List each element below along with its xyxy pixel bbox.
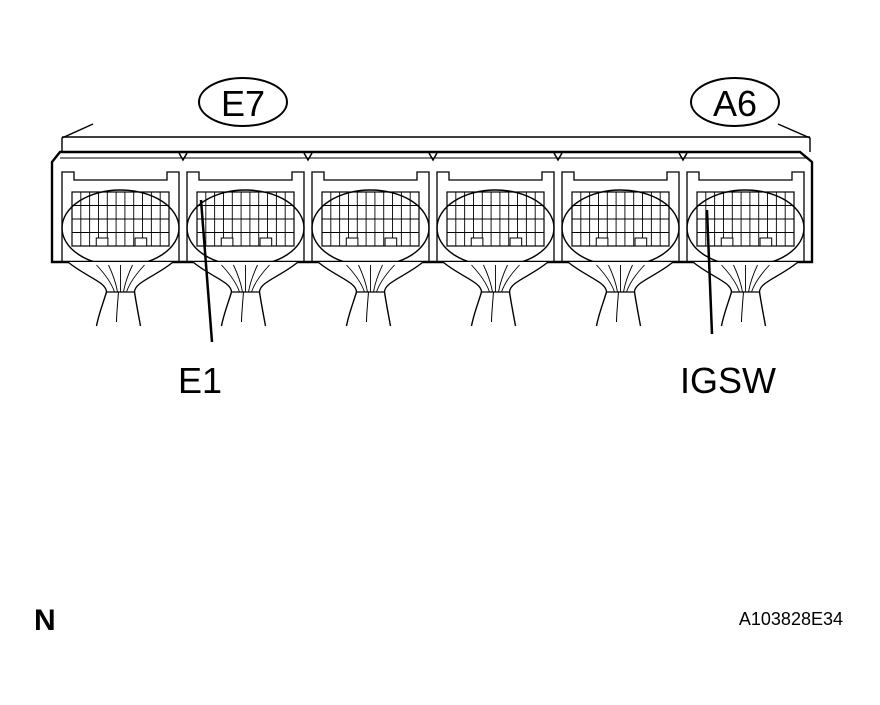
pin-label-igsw: IGSW [680,360,776,401]
wire-bundle-tail [508,291,517,327]
wire-bundle-tail [383,291,392,327]
key-notch [759,237,773,247]
wire-strand [483,264,493,293]
wire-bundle-tail [491,291,494,323]
wire-strand [346,264,365,293]
wire-bundle-tail [116,291,119,323]
wire-bundle-tail [470,291,483,327]
key-notch [95,237,109,247]
wire-strand [471,264,490,293]
module-notch [178,152,188,162]
wire-strand [748,264,758,293]
wire-bundle-tail [220,291,233,327]
wire-bundle-tail [345,291,358,327]
wire-strand [596,264,615,293]
e1-pointer-line [199,199,214,343]
key-notch [134,237,148,247]
connector-module [428,152,555,327]
module-frame [311,171,430,262]
wire-strand [608,264,618,293]
connector-module [678,152,805,327]
module-notch [553,152,563,162]
connector-module [303,152,430,327]
wire-bundle-tail [633,291,642,327]
connector-module [61,171,180,327]
wire-strand [501,264,520,293]
module-frame [61,171,180,262]
wire-bundle-tail [366,291,369,323]
view-code: N [34,604,56,637]
wire-strand [373,264,383,293]
wire-bundle-tail [595,291,608,327]
module-notch [428,152,438,162]
key-notch [259,237,273,247]
connector-group [61,152,805,327]
wire-strand [376,264,395,293]
wire-bundle-tail [133,291,142,327]
wire-bundle-tail [258,291,267,327]
svg-text:E7: E7 [221,83,265,124]
wire-bundle-tail [741,291,744,323]
key-notch [595,237,609,247]
wire-strand [123,264,133,293]
svg-text:A6: A6 [713,83,757,124]
module-frame [561,171,680,262]
connector-label-a6: A6 [690,77,780,127]
wire-bundle-tail [241,291,244,323]
wire-strand [108,264,118,293]
wire-strand [733,264,743,293]
wire-strand [721,264,740,293]
wire-strand [126,264,145,293]
wire-strand [233,264,243,293]
connector-label-e7: E7 [198,77,288,127]
wire-strand [251,264,270,293]
figure-id: A103828E34 [739,609,843,629]
wire-strand [623,264,633,293]
wire-strand [751,264,770,293]
module-notch [303,152,313,162]
wire-strand [626,264,645,293]
connector-module [178,152,305,327]
wire-strand [221,264,240,293]
pin-label-e1: E1 [178,360,222,401]
key-notch [345,237,359,247]
key-notch [634,237,648,247]
wire-bundle-tail [720,291,733,327]
key-notch [720,237,734,247]
wire-bundle-tail [616,291,619,323]
wire-strand [248,264,258,293]
module-notch [678,152,688,162]
wire-bundle-tail [95,291,108,327]
key-notch [470,237,484,247]
key-notch [220,237,234,247]
wire-bundle-tail [758,291,767,327]
key-notch [384,237,398,247]
key-notch [509,237,523,247]
module-frame [686,171,805,262]
wire-strand [498,264,508,293]
connector-bracket [61,123,811,152]
module-frame [186,171,305,262]
connector-module [553,152,680,327]
wire-strand [358,264,368,293]
module-frame [436,171,555,262]
wire-strand [96,264,115,293]
igsw-pointer-line [705,209,714,335]
